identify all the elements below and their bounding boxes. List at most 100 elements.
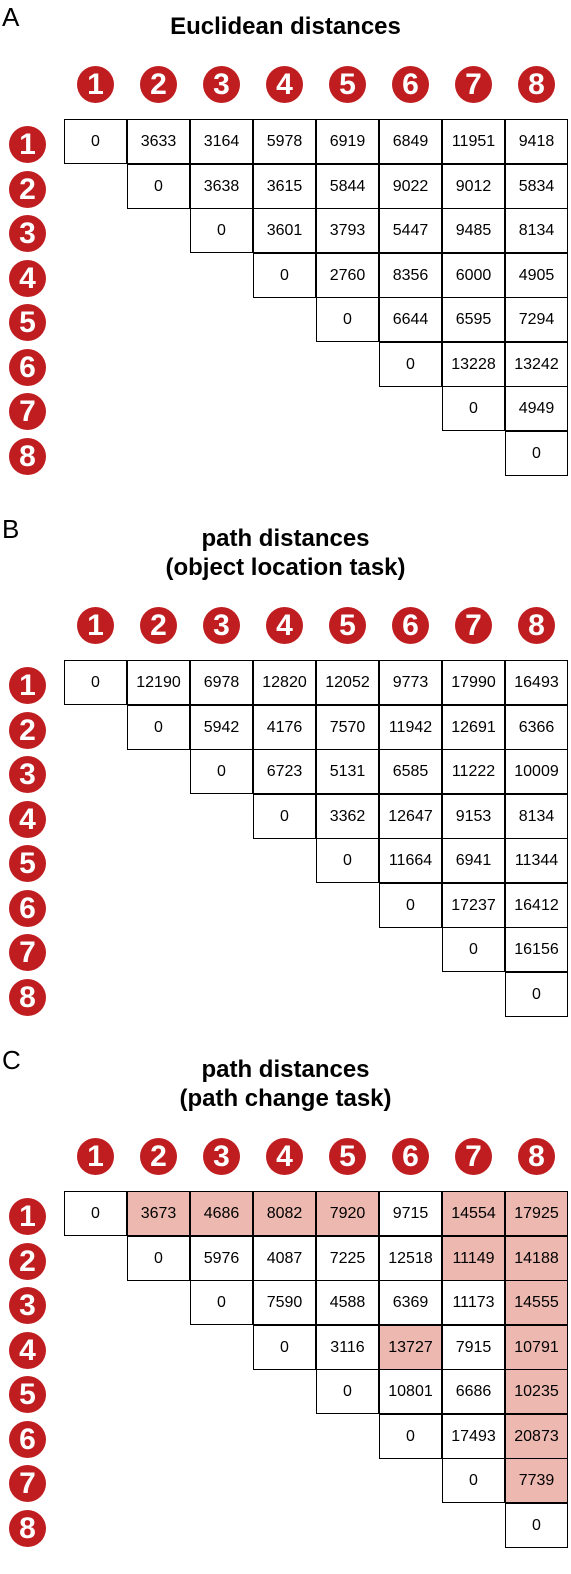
matrix-cell: 9773 bbox=[379, 660, 442, 705]
row-header-badge-4: 4 bbox=[9, 260, 46, 297]
matrix-cell: 10009 bbox=[505, 749, 568, 794]
matrix-cell: 5834 bbox=[505, 164, 568, 209]
matrix-cell: 9485 bbox=[442, 208, 505, 253]
matrix-cell: 8134 bbox=[505, 794, 568, 839]
matrix-cell: 0 bbox=[253, 1325, 316, 1370]
matrix-cell: 6849 bbox=[379, 119, 442, 164]
matrix-cell: 6686 bbox=[442, 1369, 505, 1414]
row-header-badge-5: 5 bbox=[9, 845, 46, 882]
matrix-cell: 8356 bbox=[379, 253, 442, 298]
matrix-cell: 11951 bbox=[442, 119, 505, 164]
matrix-cell: 0 bbox=[253, 253, 316, 298]
column-header-badge-3: 3 bbox=[203, 607, 240, 644]
row-header-badge-6: 6 bbox=[9, 1421, 46, 1458]
matrix-cell: 14188 bbox=[505, 1236, 568, 1281]
row-header-badge-3: 3 bbox=[9, 215, 46, 252]
matrix-cell: 11942 bbox=[379, 705, 442, 750]
row-header-badge-3: 3 bbox=[9, 1287, 46, 1324]
matrix-cell: 0 bbox=[316, 838, 379, 883]
column-header-badge-5: 5 bbox=[329, 1138, 366, 1175]
matrix-cell: 0 bbox=[379, 342, 442, 387]
matrix-cell: 11173 bbox=[442, 1280, 505, 1325]
matrix-cell: 0 bbox=[127, 164, 190, 209]
matrix-cell: 7225 bbox=[316, 1236, 379, 1281]
matrix-cell: 10801 bbox=[379, 1369, 442, 1414]
row-header-badge-7: 7 bbox=[9, 1465, 46, 1502]
column-header-badge-3: 3 bbox=[203, 1138, 240, 1175]
matrix-cell: 3633 bbox=[127, 119, 190, 164]
matrix-cell: 13242 bbox=[505, 342, 568, 387]
matrix-cell: 3164 bbox=[190, 119, 253, 164]
matrix-cell: 3615 bbox=[253, 164, 316, 209]
column-header-badge-2: 2 bbox=[140, 1138, 177, 1175]
matrix-cell: 12518 bbox=[379, 1236, 442, 1281]
matrix-cell: 17237 bbox=[442, 883, 505, 928]
matrix-cell: 3638 bbox=[190, 164, 253, 209]
matrix-cell: 12691 bbox=[442, 705, 505, 750]
matrix-cell: 5447 bbox=[379, 208, 442, 253]
matrix-cell: 0 bbox=[190, 1280, 253, 1325]
matrix-cell: 3116 bbox=[316, 1325, 379, 1370]
matrix-cell: 9418 bbox=[505, 119, 568, 164]
column-header-badge-6: 6 bbox=[392, 607, 429, 644]
panel-letter: A bbox=[2, 2, 20, 32]
matrix-cell: 0 bbox=[127, 1236, 190, 1281]
matrix-cell: 0 bbox=[64, 660, 127, 705]
row-header-badge-2: 2 bbox=[9, 1243, 46, 1280]
column-header-badge-7: 7 bbox=[455, 1138, 492, 1175]
matrix-cell: 12190 bbox=[127, 660, 190, 705]
row-header-badge-5: 5 bbox=[9, 1376, 46, 1413]
matrix-cell: 7294 bbox=[505, 297, 568, 342]
matrix-cell: 16412 bbox=[505, 883, 568, 928]
matrix-cell: 6723 bbox=[253, 749, 316, 794]
matrix-cell: 0 bbox=[379, 883, 442, 928]
matrix-cell: 14555 bbox=[505, 1280, 568, 1325]
column-header-badge-7: 7 bbox=[455, 607, 492, 644]
matrix-cell: 0 bbox=[64, 119, 127, 164]
matrix-cell: 3601 bbox=[253, 208, 316, 253]
matrix-cell: 11344 bbox=[505, 838, 568, 883]
matrix-cell: 12647 bbox=[379, 794, 442, 839]
row-header-badge-4: 4 bbox=[9, 1332, 46, 1369]
matrix-cell: 17493 bbox=[442, 1414, 505, 1459]
row-header-badge-2: 2 bbox=[9, 171, 46, 208]
matrix-cell: 0 bbox=[190, 749, 253, 794]
matrix-cell: 13727 bbox=[379, 1325, 442, 1370]
matrix-cell: 5942 bbox=[190, 705, 253, 750]
column-header-badge-8: 8 bbox=[518, 1138, 555, 1175]
matrix-cell: 0 bbox=[442, 386, 505, 431]
matrix-cell: 6978 bbox=[190, 660, 253, 705]
row-header-badge-8: 8 bbox=[9, 979, 46, 1016]
column-header-badge-6: 6 bbox=[392, 66, 429, 103]
column-header-badge-2: 2 bbox=[140, 607, 177, 644]
matrix-cell: 3362 bbox=[316, 794, 379, 839]
column-header-badge-8: 8 bbox=[518, 607, 555, 644]
column-header-badge-5: 5 bbox=[329, 66, 366, 103]
matrix-cell: 0 bbox=[316, 1369, 379, 1414]
matrix-cell: 0 bbox=[505, 431, 568, 476]
matrix-cell: 0 bbox=[253, 794, 316, 839]
panel-letter: B bbox=[2, 514, 20, 544]
matrix-cell: 4176 bbox=[253, 705, 316, 750]
matrix-cell: 8134 bbox=[505, 208, 568, 253]
panel-title-line: Euclidean distances bbox=[170, 13, 401, 40]
matrix-cell: 7920 bbox=[316, 1191, 379, 1236]
matrix-cell: 9022 bbox=[379, 164, 442, 209]
matrix-cell: 0 bbox=[127, 705, 190, 750]
matrix-cell: 9153 bbox=[442, 794, 505, 839]
matrix-cell: 0 bbox=[64, 1191, 127, 1236]
matrix-cell: 6585 bbox=[379, 749, 442, 794]
matrix-cell: 0 bbox=[379, 1414, 442, 1459]
panel-title-line: path distances bbox=[201, 1056, 370, 1083]
column-header-badge-4: 4 bbox=[266, 607, 303, 644]
matrix-cell: 0 bbox=[442, 927, 505, 972]
matrix-cell: 17925 bbox=[505, 1191, 568, 1236]
matrix-cell: 9715 bbox=[379, 1191, 442, 1236]
matrix-cell: 8082 bbox=[253, 1191, 316, 1236]
matrix-cell: 0 bbox=[190, 208, 253, 253]
matrix-cell: 4905 bbox=[505, 253, 568, 298]
column-header-badge-6: 6 bbox=[392, 1138, 429, 1175]
matrix-cell: 11664 bbox=[379, 838, 442, 883]
matrix-cell: 3673 bbox=[127, 1191, 190, 1236]
